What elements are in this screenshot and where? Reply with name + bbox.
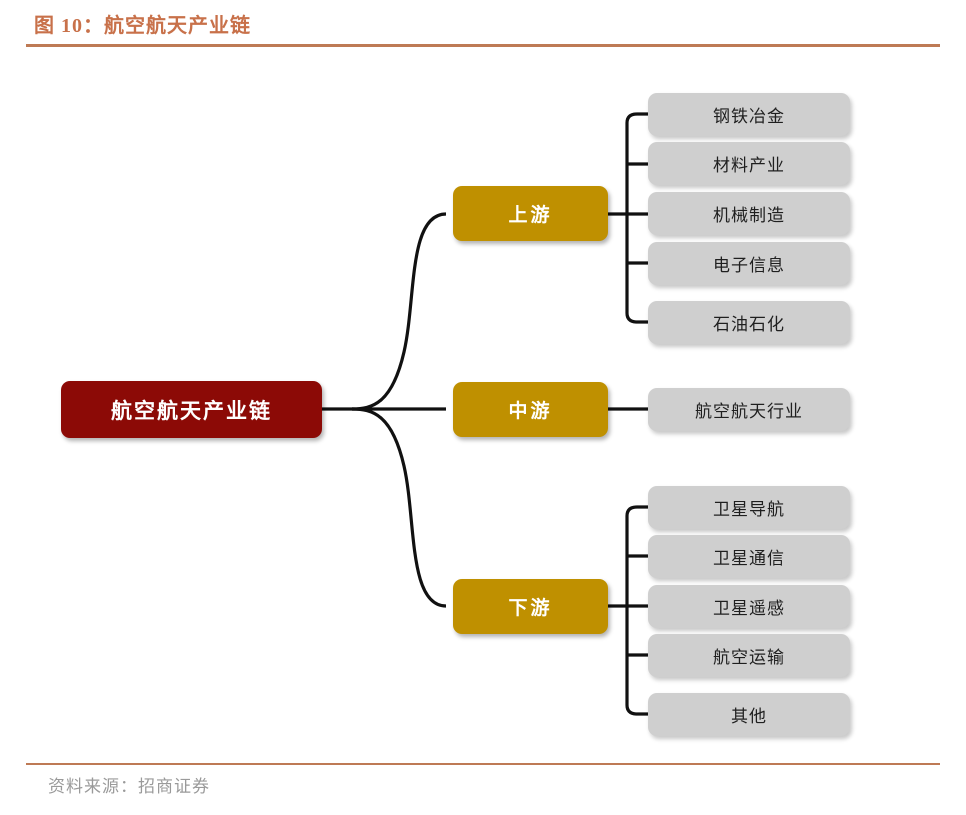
industry-chain-diagram: 航空航天产业链 上游 中游 下游 钢铁冶金 材料产业 机械制造 电子信息 石油石… [0, 52, 966, 758]
node-tier-downstream-label: 下游 [508, 598, 553, 619]
node-leaf-upstream-5[interactable]: 石油石化 [648, 301, 850, 344]
node-leaf-upstream-3[interactable]: 机械制造 [648, 192, 850, 235]
node-leaf-downstream-5[interactable]: 其他 [648, 693, 850, 736]
page-title: 图 10：航空航天产业链 [34, 15, 251, 37]
node-leaf-label: 材料产业 [713, 156, 785, 175]
node-leaf-label: 航空航天行业 [695, 402, 803, 421]
node-tier-downstream[interactable]: 下游 [453, 579, 608, 634]
downstream-branch-5 [625, 704, 648, 716]
node-leaf-downstream-1[interactable]: 卫星导航 [648, 486, 850, 529]
node-tier-midstream-label: 中游 [508, 401, 553, 422]
node-leaf-label: 卫星导航 [713, 500, 785, 519]
header-divider [26, 44, 940, 47]
upstream-branch-5 [625, 312, 648, 324]
node-leaf-downstream-2[interactable]: 卫星通信 [648, 535, 850, 578]
node-leaf-label: 钢铁冶金 [713, 107, 785, 126]
upstream-branch-1 [625, 112, 648, 124]
node-leaf-label: 卫星遥感 [713, 599, 785, 618]
node-leaf-label: 机械制造 [713, 206, 785, 225]
node-leaf-downstream-3[interactable]: 卫星遥感 [648, 585, 850, 628]
node-leaf-label: 卫星通信 [713, 549, 785, 568]
node-leaf-label: 电子信息 [713, 256, 785, 275]
node-root-label: 航空航天产业链 [111, 399, 272, 423]
footer-divider [26, 763, 940, 765]
node-leaf-downstream-4[interactable]: 航空运输 [648, 634, 850, 677]
source-note: 资料来源：招商证券 [48, 777, 210, 796]
node-leaf-label: 航空运输 [713, 648, 785, 667]
node-leaf-midstream-1[interactable]: 航空航天行业 [648, 388, 850, 431]
node-root-aerospace-chain[interactable]: 航空航天产业链 [61, 381, 322, 438]
trunk-to-upstream [351, 212, 447, 411]
node-leaf-upstream-2[interactable]: 材料产业 [648, 142, 850, 185]
node-leaf-label: 其他 [731, 707, 767, 726]
node-tier-midstream[interactable]: 中游 [453, 382, 608, 437]
node-leaf-label: 石油石化 [713, 315, 785, 334]
connector-lines [322, 112, 648, 716]
figure-header: 图 10：航空航天产业链 [0, 0, 966, 52]
node-tier-upstream[interactable]: 上游 [453, 186, 608, 241]
node-leaf-upstream-4[interactable]: 电子信息 [648, 242, 850, 285]
downstream-branch-1 [625, 505, 648, 517]
trunk-to-downstream [351, 407, 447, 608]
node-tier-upstream-label: 上游 [508, 205, 553, 226]
node-leaf-upstream-1[interactable]: 钢铁冶金 [648, 93, 850, 136]
